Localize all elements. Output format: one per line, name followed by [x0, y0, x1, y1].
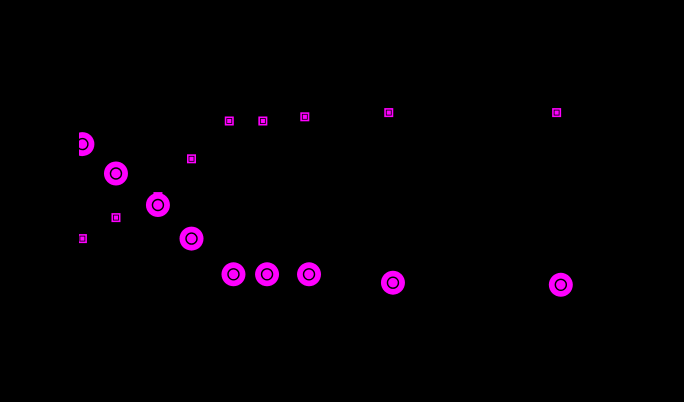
ring-marker-hole-7 — [386, 276, 400, 289]
square-marker-3 — [187, 154, 197, 164]
ring-marker-hole-4 — [227, 268, 240, 281]
square-marker-inner-7 — [385, 109, 392, 116]
ring-marker-hole-3 — [185, 232, 198, 245]
ring-marker-hole-1 — [109, 167, 123, 180]
ring-marker-2 — [145, 193, 170, 217]
square-marker-6 — [300, 112, 310, 122]
ring-marker-hole-2 — [151, 198, 165, 212]
ring-marker-7 — [380, 270, 405, 295]
ring-marker-3 — [179, 226, 204, 251]
square-marker-inner-1 — [113, 214, 119, 221]
square-marker-4 — [224, 116, 234, 126]
square-marker-inner-5 — [259, 118, 266, 124]
square-marker-1 — [111, 213, 121, 223]
ring-marker-6 — [297, 262, 322, 287]
square-marker-inner-6 — [301, 113, 308, 120]
ring-marker-1 — [103, 161, 128, 186]
square-marker-7 — [384, 108, 394, 118]
ring-marker-hole-6 — [302, 268, 316, 281]
square-marker-inner-3 — [188, 155, 195, 162]
ring-marker-hole-8 — [554, 278, 568, 291]
square-marker-inner-0 — [79, 235, 86, 242]
plot-area — [79, 108, 573, 297]
square-marker-inner-4 — [226, 118, 233, 124]
ring-marker-5 — [255, 262, 280, 287]
ring-marker-8 — [548, 272, 573, 297]
ring-marker-4 — [221, 262, 246, 287]
square-marker-0 — [79, 234, 87, 244]
ring-marker-hole-5 — [260, 268, 274, 281]
square-marker-5 — [258, 116, 268, 126]
square-marker-inner-8 — [553, 109, 560, 116]
square-marker-8 — [552, 108, 562, 118]
ring-marker-hole-0 — [79, 137, 89, 151]
ring-marker-0 — [79, 132, 95, 157]
